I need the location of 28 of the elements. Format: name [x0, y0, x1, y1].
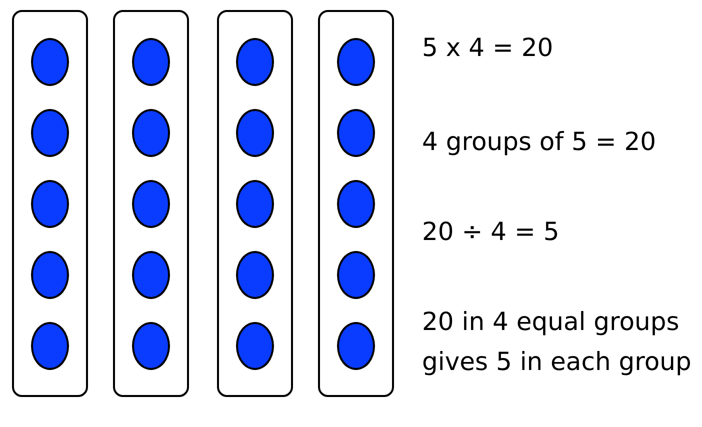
counter-oval	[132, 180, 170, 228]
counter-oval	[31, 180, 69, 228]
equation-text: 4 groups of 5 = 20	[422, 126, 658, 158]
counter-oval	[31, 322, 69, 370]
group-box	[318, 10, 394, 397]
equation-text: 20 ÷ 4 = 5	[422, 216, 560, 248]
counter-oval	[337, 322, 375, 370]
counter-oval	[132, 38, 170, 86]
group-box	[12, 10, 88, 397]
counter-oval	[236, 108, 274, 156]
counter-oval	[132, 108, 170, 156]
counter-oval	[132, 250, 170, 298]
counter-oval	[31, 38, 69, 86]
counter-oval	[236, 322, 274, 370]
counter-oval	[31, 108, 69, 156]
equation-text: 5 x 4 = 20	[422, 32, 554, 64]
counter-oval	[31, 250, 69, 298]
counter-oval	[337, 250, 375, 298]
counter-oval	[236, 250, 274, 298]
group-box	[113, 10, 189, 397]
equation-text: 20 in 4 equal groups gives 5 in each group	[422, 306, 692, 378]
counter-oval	[236, 38, 274, 86]
counter-oval	[337, 38, 375, 86]
group-box	[217, 10, 293, 397]
counter-oval	[236, 180, 274, 228]
counter-oval	[337, 108, 375, 156]
counter-oval	[337, 180, 375, 228]
counter-oval	[132, 322, 170, 370]
